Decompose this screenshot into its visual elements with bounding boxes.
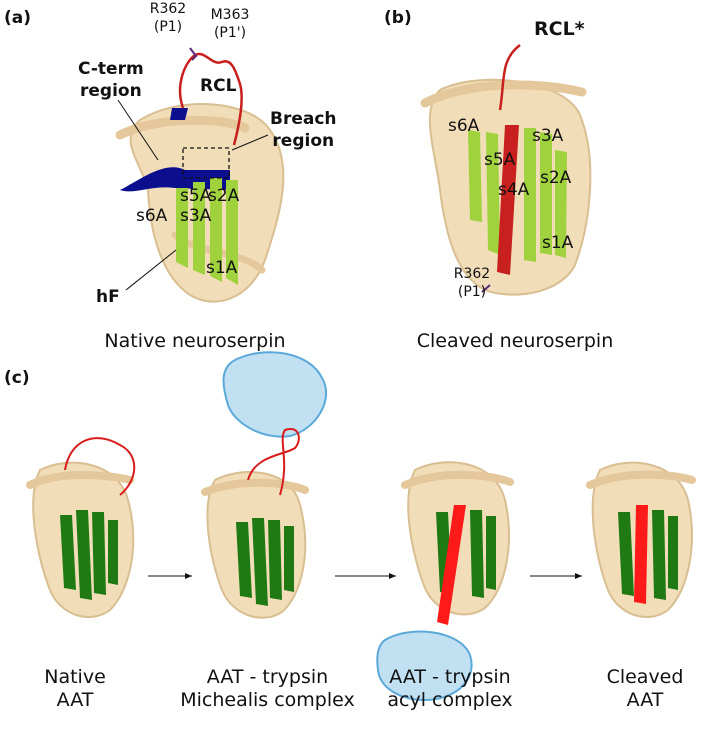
rcl-label: RCL	[200, 76, 237, 96]
hf-label: hF	[96, 287, 120, 307]
caption-native-aat: Native AAT	[44, 666, 106, 711]
caption-michaelis-complex: AAT - trypsin Michealis complex	[180, 666, 355, 711]
cleaved-aat-structure	[586, 461, 696, 619]
panel-label-c: (c)	[4, 368, 30, 388]
native-aat-structure	[26, 437, 136, 619]
panel-label-b: (b)	[384, 8, 412, 28]
panel-label-a: (a)	[4, 8, 32, 28]
strand-s1a-label-b: s1A	[542, 233, 574, 253]
strand-s3a-label: s3A	[180, 206, 212, 226]
strand-s5a-label-b: s5A	[484, 150, 516, 170]
breach-region-label: Breach region	[270, 109, 337, 151]
residue-r362-label: R362 (P1)	[149, 1, 187, 35]
residue-m363-label: M363 (P1')	[210, 7, 250, 41]
strand-s6a-label: s6A	[136, 206, 168, 226]
rcl-star-label: RCL*	[534, 18, 585, 40]
residue-r362-label-b: R362 (P1)	[453, 266, 491, 300]
native-neuroserpin-structure	[115, 47, 285, 303]
native-neuroserpin-caption: Native neuroserpin	[104, 330, 286, 352]
strand-s3a-label-b: s3A	[532, 126, 564, 146]
strand-s6a-label-b: s6A	[448, 116, 480, 136]
cleaved-neuroserpin-caption: Cleaved neuroserpin	[416, 330, 614, 352]
acyl-complex-structure	[376, 461, 514, 702]
strand-s5a-label: s5A	[180, 186, 212, 206]
strand-s2a-label: s2A	[208, 186, 240, 206]
caption-cleaved-aat: Cleaved AAT	[606, 666, 684, 711]
cleaved-neuroserpin-structure	[420, 44, 592, 296]
strand-s1a-label: s1A	[206, 258, 238, 278]
michaelis-complex-structure	[201, 351, 328, 619]
caption-acyl-complex: AAT - trypsin acyl complex	[387, 666, 513, 711]
strand-s4a-label-b: s4A	[498, 180, 530, 200]
strand-s2a-label-b: s2A	[540, 168, 572, 188]
cterm-region-label: C-term region	[78, 59, 144, 101]
